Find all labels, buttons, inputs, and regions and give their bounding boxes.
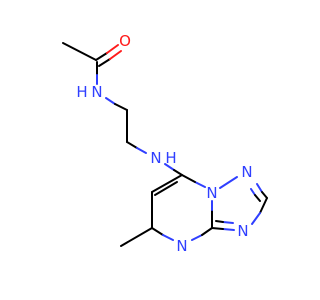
bond-c7-c6	[151, 174, 183, 193]
bridgehead-nitrogen: N	[206, 184, 217, 202]
amine-hydrogen: H	[165, 149, 176, 167]
oxygen-atom: O	[119, 32, 131, 50]
bond-n1-c2-inner-n	[250, 188, 256, 196]
pyrimidine-nitrogen: N	[176, 237, 187, 255]
amine-nitrogen: N	[150, 149, 161, 167]
bond-n1-c2-inner	[254, 194, 261, 202]
bond-n4-c3a-n	[191, 234, 203, 241]
bond-c2-n3	[259, 197, 268, 214]
bond-c5-n4	[151, 227, 164, 236]
amide-hydrogen: H	[76, 83, 87, 101]
bond-n1-c2-n	[256, 183, 263, 193]
bond-ch3-co	[62, 42, 97, 61]
bond-n-ch2-n	[105, 97, 116, 105]
bond-n3-c3a-n	[222, 228, 235, 231]
bond-n8-n1	[219, 176, 238, 189]
bond-n3-c3a	[211, 227, 224, 230]
bond-nh-ring-n	[164, 163, 175, 171]
bond-ch2-nh-n	[136, 147, 147, 154]
bond-nh-ring	[173, 169, 183, 176]
bond-c7-c6-inner	[154, 181, 178, 196]
atom-label-layer: O N H N H N N N N	[76, 32, 252, 255]
bond-c5-n4-n	[162, 234, 174, 241]
bond-co-double-b	[98, 58, 111, 67]
bond-co-double-a-o	[106, 44, 119, 54]
bond-n-ch2	[114, 103, 128, 111]
bond-c5-ch3	[120, 227, 153, 247]
molecule-structure: O N H N H N N N N	[62, 32, 268, 255]
bond-n8-c7	[181, 174, 196, 183]
bond-co-double-a	[95, 52, 108, 61]
amide-nitrogen: N	[91, 83, 102, 101]
triazole-nitrogen-1: N	[241, 163, 252, 181]
bond-n8-c7-n	[194, 181, 206, 188]
bond-c2-n3-n	[251, 212, 261, 225]
bond-n3-c3a-inner	[215, 220, 224, 223]
bond-ch2-nh	[126, 141, 138, 149]
bond-layer	[62, 42, 268, 247]
bond-n4-c3a	[201, 227, 213, 236]
triazole-nitrogen-3: N	[237, 222, 248, 240]
bond-co-double-b-o	[109, 50, 122, 60]
bond-n1-c2	[261, 191, 268, 199]
bond-n3-c3a-inner-n	[222, 221, 234, 224]
